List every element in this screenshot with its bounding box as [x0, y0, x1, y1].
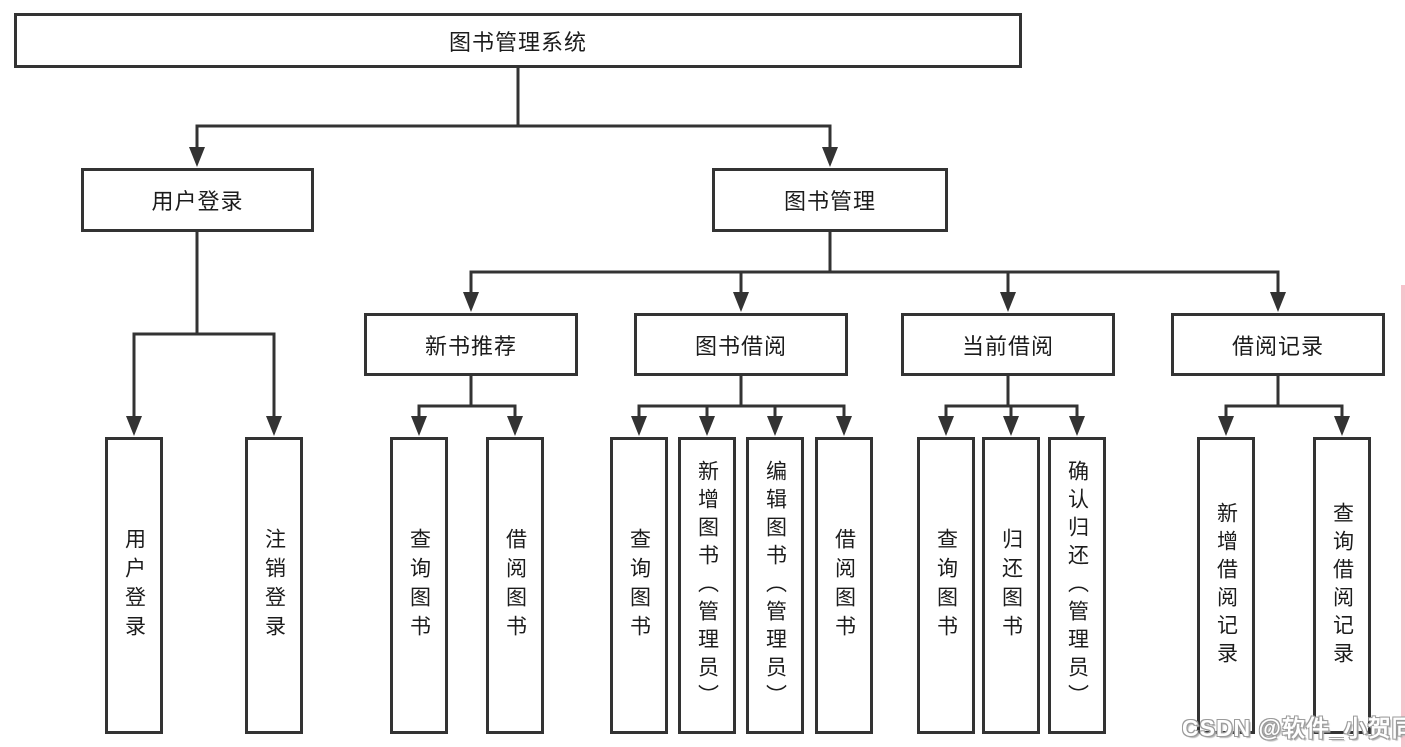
leaf-query-books-current-label: 查询图书 — [934, 527, 958, 644]
arrowheads — [126, 147, 1350, 436]
csdn-watermark: CSDN @软件_小贺同学 — [1182, 715, 1405, 741]
leaf-user-login-label: 用户登录 — [122, 527, 146, 644]
leaf-add-borrow-record: 新增借阅记录 — [1197, 437, 1255, 734]
node-new-book-recommendation: 新书推荐 — [364, 313, 578, 376]
leaf-logout-login-label: 注销登录 — [262, 527, 286, 644]
leaf-confirm-return-admin: 确认归还（管理员） — [1048, 437, 1106, 734]
right-edge-strip — [1401, 285, 1405, 747]
leaf-confirm-return-admin-label: 确认归还（管理员） — [1065, 459, 1089, 712]
node-book-management: 图书管理 — [712, 168, 948, 232]
leaf-query-borrow-record: 查询借阅记录 — [1313, 437, 1371, 734]
leaf-borrow-books-label: 借阅图书 — [832, 527, 856, 644]
node-current-borrowing: 当前借阅 — [901, 313, 1115, 376]
leaf-query-borrow-record-label: 查询借阅记录 — [1330, 501, 1354, 670]
leaf-edit-books-admin: 编辑图书（管理员） — [746, 437, 804, 734]
leaf-add-books-admin: 新增图书（管理员） — [678, 437, 736, 734]
leaf-query-books-recommend: 查询图书 — [390, 437, 448, 734]
node-book-borrowing: 图书借阅 — [634, 313, 848, 376]
leaf-borrow-books-recommend-label: 借阅图书 — [503, 527, 527, 644]
leaf-user-login: 用户登录 — [105, 437, 163, 734]
leaf-add-borrow-record-label: 新增借阅记录 — [1214, 501, 1238, 670]
leaf-logout-login: 注销登录 — [245, 437, 303, 734]
node-library-management-system: 图书管理系统 — [14, 13, 1022, 68]
leaf-query-books-current: 查询图书 — [917, 437, 975, 734]
node-user-login: 用户登录 — [81, 168, 314, 232]
leaf-return-books: 归还图书 — [982, 437, 1040, 734]
node-borrowing-records: 借阅记录 — [1171, 313, 1385, 376]
leaf-query-books-recommend-label: 查询图书 — [407, 527, 431, 644]
leaf-query-books-borrowing-label: 查询图书 — [627, 527, 651, 644]
leaf-borrow-books-recommend: 借阅图书 — [486, 437, 544, 734]
leaf-query-books-borrowing: 查询图书 — [610, 437, 668, 734]
leaf-edit-books-admin-label: 编辑图书（管理员） — [763, 459, 787, 712]
leaf-add-books-admin-label: 新增图书（管理员） — [695, 459, 719, 712]
leaf-borrow-books: 借阅图书 — [815, 437, 873, 734]
leaf-return-books-label: 归还图书 — [999, 527, 1023, 644]
